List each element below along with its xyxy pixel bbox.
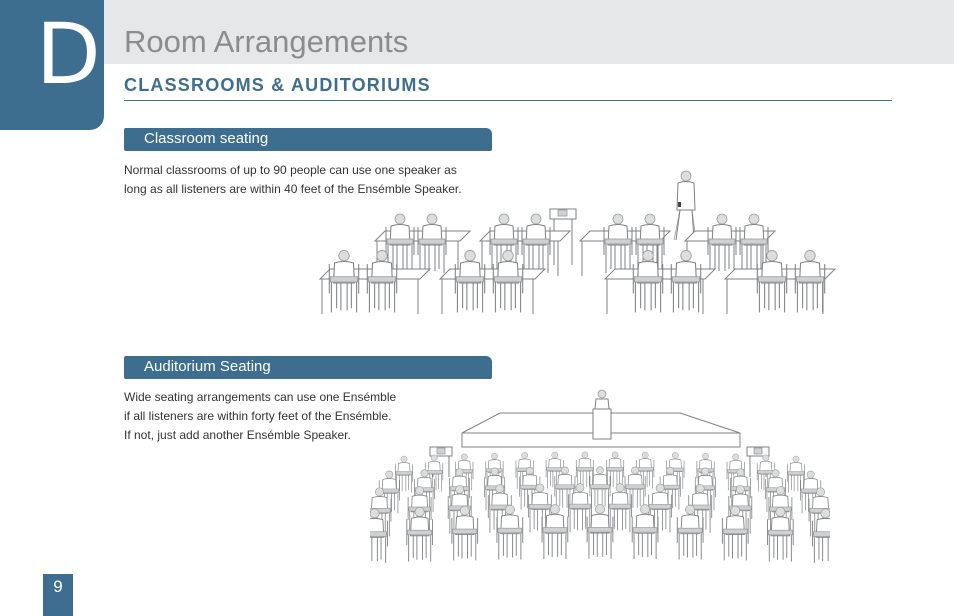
seated-person — [794, 250, 826, 313]
seated-person — [606, 451, 625, 489]
classroom-seating-illustration — [318, 170, 837, 314]
seated-person — [527, 483, 552, 533]
seated-person — [370, 508, 388, 564]
header-band — [0, 0, 954, 64]
auditorium-text-line-2: if all listeners are within forty feet o… — [124, 409, 392, 423]
seated-person — [589, 466, 611, 510]
classroom-subheading: Classroom seating — [144, 130, 269, 147]
seated-person — [707, 213, 737, 273]
seated-person — [608, 483, 632, 532]
seated-person — [455, 453, 474, 491]
auditorium-subheading: Auditorium Seating — [144, 358, 271, 375]
seated-person — [406, 506, 434, 562]
seated-person — [787, 455, 805, 493]
podium — [592, 389, 612, 440]
chapter-tab: D — [0, 0, 104, 130]
page-number: 9 — [53, 577, 63, 596]
seated-person — [541, 504, 569, 559]
seated-person — [659, 466, 681, 510]
seated-person — [417, 213, 447, 273]
seated-person — [670, 250, 702, 313]
seated-person — [425, 454, 444, 492]
seated-person — [676, 504, 704, 560]
classroom-text-line-1: Normal classrooms of up to 90 people can… — [124, 163, 457, 177]
seated-person — [632, 250, 664, 313]
chapter-letter: D — [36, 5, 101, 103]
auditorium-seating-illustration — [370, 389, 830, 564]
classroom-subheading-bar: Classroom seating — [124, 128, 492, 151]
seated-person — [575, 451, 594, 489]
section-heading: CLASSROOMS & AUDITORIUMS — [124, 75, 431, 95]
seated-person — [451, 505, 479, 561]
classroom-text-line-2: long as all listeners are within 40 feet… — [124, 182, 462, 196]
seated-person — [328, 250, 360, 313]
auditorium-subheading-bar: Auditorium Seating — [124, 356, 492, 379]
seated-person — [586, 504, 614, 559]
seated-person — [631, 504, 659, 559]
seated-person — [603, 213, 633, 273]
seated-person — [496, 504, 524, 560]
auditorium-text-line-3: If not, just add another Ensémble Speake… — [124, 428, 351, 442]
section-divider — [124, 100, 892, 101]
seated-person — [521, 213, 551, 273]
seated-person — [568, 483, 592, 532]
seated-person — [766, 506, 794, 562]
page-title: Room Arrangements — [124, 24, 409, 59]
seated-person — [492, 250, 524, 313]
seated-person — [489, 213, 519, 273]
seated-person — [756, 250, 788, 313]
seated-person — [635, 213, 665, 273]
seated-person — [366, 250, 398, 313]
seated-person — [554, 466, 576, 510]
seated-person — [812, 508, 830, 564]
seated-person — [385, 213, 415, 273]
seated-person — [648, 483, 673, 533]
seated-person — [454, 250, 486, 313]
seated-person — [545, 451, 564, 489]
seated-person — [756, 454, 775, 492]
speaker-on-stand — [549, 208, 577, 265]
auditorium-text-line-1: Wide seating arrangements can use one En… — [124, 390, 397, 404]
seated-person — [721, 505, 749, 561]
seated-person — [395, 455, 413, 493]
seated-person — [739, 213, 769, 273]
page-number-box: 9 — [43, 574, 73, 616]
standing-presenter — [673, 170, 697, 241]
